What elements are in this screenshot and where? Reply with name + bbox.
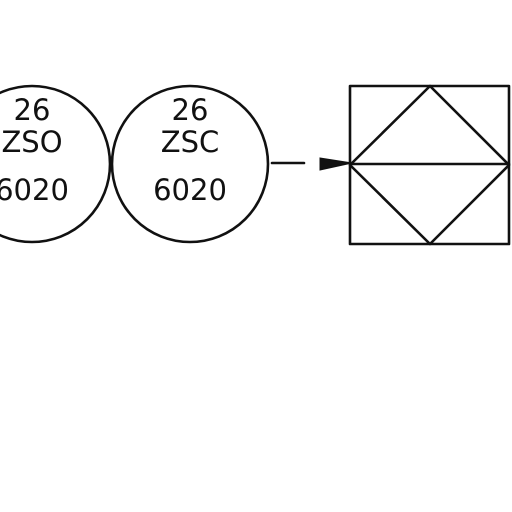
instrument-bubble-zso: 26 ZSO 6020 xyxy=(0,84,112,244)
instrument-tag-number-zso: 6020 xyxy=(0,173,69,207)
instrument-circle-zso xyxy=(0,84,112,244)
instrument-tag-number-zsc: 6020 xyxy=(153,173,227,207)
valve-body-diamond xyxy=(348,84,511,246)
instrument-function-zso: ZSO xyxy=(1,125,62,159)
arrowhead-icon xyxy=(319,157,353,171)
instrument-function-zsc: ZSC xyxy=(161,125,220,159)
instrument-loop-number-zsc: 26 xyxy=(172,93,209,127)
instrument-bubble-zsc: 26 ZSC 6020 xyxy=(110,84,270,244)
instrument-loop-number-zso: 26 xyxy=(14,93,51,127)
instrument-circle-zsc xyxy=(110,84,270,244)
valve-body-symbol xyxy=(348,84,511,246)
